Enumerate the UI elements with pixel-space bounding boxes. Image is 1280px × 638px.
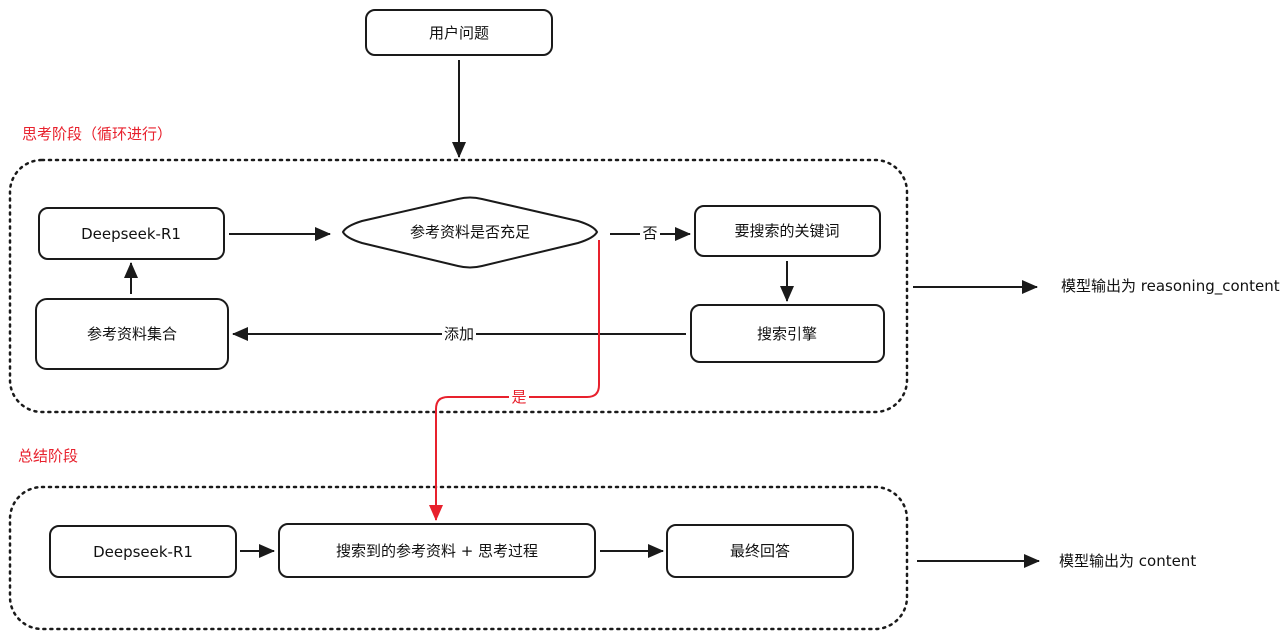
summary-phase-group — [8, 485, 909, 631]
final-answer-node: 最终回答 — [666, 524, 854, 578]
sufficient-check-label: 参考资料是否充足 — [410, 223, 530, 241]
edge-add-label: 添加 — [444, 325, 474, 343]
content-output-label: 模型输出为 content — [1059, 552, 1196, 570]
deepseek-r1-think-node: Deepseek-R1 — [38, 207, 225, 260]
refs-plus-thinking-label: 搜索到的参考资料 + 思考过程 — [336, 542, 538, 560]
deepseek-r1-summary-node: Deepseek-R1 — [49, 525, 237, 578]
sufficient-check-decision: 参考资料是否充足 — [341, 196, 599, 269]
search-engine-node: 搜索引擎 — [690, 304, 885, 363]
edge-yes-label: 是 — [511, 388, 526, 406]
final-answer-label: 最终回答 — [730, 542, 790, 560]
summary-section-title: 总结阶段 — [18, 447, 78, 465]
deepseek-r1-summary-label: Deepseek-R1 — [93, 543, 193, 561]
deepseek-r1-think-label: Deepseek-R1 — [81, 225, 181, 243]
edge-decision-yes — [429, 240, 600, 521]
search-engine-label: 搜索引擎 — [757, 325, 817, 343]
refs-plus-thinking-node: 搜索到的参考资料 + 思考过程 — [278, 523, 596, 578]
search-keywords-node: 要搜索的关键词 — [694, 205, 881, 257]
reference-set-node: 参考资料集合 — [35, 298, 229, 370]
thinking-phase-group — [8, 158, 909, 414]
user-question-label: 用户问题 — [429, 24, 489, 42]
user-question-node: 用户问题 — [365, 9, 553, 56]
thinking-section-title: 思考阶段（循环进行） — [22, 125, 172, 143]
reference-set-label: 参考资料集合 — [87, 325, 177, 343]
reasoning-output-label: 模型输出为 reasoning_content — [1061, 277, 1280, 296]
edge-no-label: 否 — [642, 224, 657, 242]
search-keywords-label: 要搜索的关键词 — [734, 222, 839, 240]
